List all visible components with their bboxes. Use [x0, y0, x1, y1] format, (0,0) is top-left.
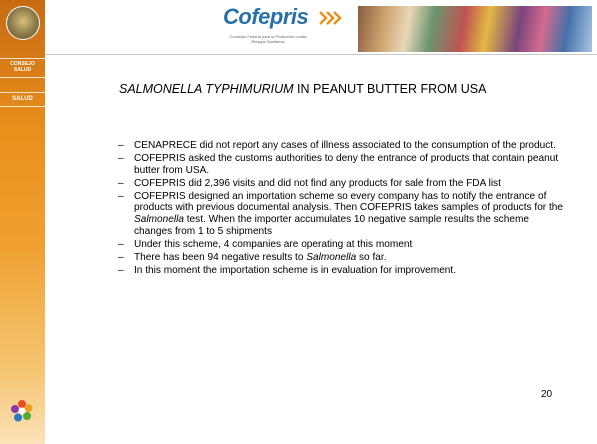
sidebar-divider	[0, 77, 45, 78]
slide-header: Cofepris Comisión Federal para la Protec…	[45, 0, 597, 54]
sidebar-label-top: CONSEJO SALUD	[10, 61, 35, 73]
bullet-text: so far.	[356, 251, 387, 263]
bullet-text: test. When the importer accumulates 10 n…	[134, 214, 529, 237]
sidebar-divider	[0, 106, 45, 107]
bullet-text-italic: Salmonella	[134, 214, 184, 226]
bullet-dash: –	[118, 140, 124, 151]
bullet-text: Under this scheme, 4 companies are opera…	[134, 238, 413, 250]
logo-subtitle: Comisión Federal para la Protección cont…	[229, 34, 307, 44]
bullet-text-italic: Salmonella	[306, 251, 357, 263]
bullet-item: –CENAPRECE did not report any cases of i…	[118, 140, 563, 152]
bullet-item: –Under this scheme, 4 companies are oper…	[118, 239, 563, 251]
bullet-dash: –	[118, 238, 124, 250]
sidebar: CONSEJO SALUD SALUD	[0, 0, 45, 444]
bullet-item: –There has been 94 negative results to S…	[118, 252, 563, 264]
bullet-text: In this moment the importation scheme is…	[134, 264, 457, 276]
bullet-dash: –	[118, 251, 124, 263]
bullet-text: CENAPRECE did not report any cases of il…	[134, 140, 556, 151]
bullet-dash: –	[118, 177, 124, 189]
header-divider	[45, 54, 597, 55]
header-photo-collage	[358, 6, 592, 52]
sidebar-divider	[0, 92, 45, 93]
bullet-list: –CENAPRECE did not report any cases of i…	[118, 140, 563, 278]
bullet-text: There has been 94 negative results to	[134, 251, 307, 263]
bullet-dash: –	[118, 264, 124, 276]
bullet-item: –COFEPRIS did 2,396 visits and did not f…	[118, 178, 563, 190]
logo-text: Cofepris	[223, 4, 309, 29]
bullet-item: –In this moment the importation scheme i…	[118, 265, 563, 277]
health-logo-icon	[11, 400, 33, 422]
page-number: 20	[541, 389, 553, 400]
bullet-dash: –	[118, 190, 124, 202]
bullet-text: COFEPRIS designed an importation scheme …	[134, 190, 563, 214]
title-rest: IN PEANUT BUTTER FROM USA	[293, 82, 487, 96]
bullet-text: COFEPRIS asked the customs authorities t…	[134, 153, 559, 176]
bullet-dash: –	[118, 153, 124, 165]
cofepris-logo: Cofepris Comisión Federal para la Protec…	[223, 4, 343, 48]
mexico-seal-icon	[6, 6, 40, 40]
bullet-text: COFEPRIS did 2,396 visits and did not fi…	[134, 177, 501, 189]
bullet-item: –COFEPRIS designed an importation scheme…	[118, 191, 563, 237]
arrow-chevrons-icon	[319, 11, 342, 25]
sidebar-divider	[0, 58, 45, 59]
bullet-item: –COFEPRIS asked the customs authorities …	[118, 153, 563, 176]
sidebar-label-salud: SALUD	[12, 96, 33, 102]
title-italic: SALMONELLA TYPHIMURIUM	[119, 82, 294, 96]
slide-title: SALMONELLA TYPHIMURIUM IN PEANUT BUTTER …	[119, 82, 486, 96]
